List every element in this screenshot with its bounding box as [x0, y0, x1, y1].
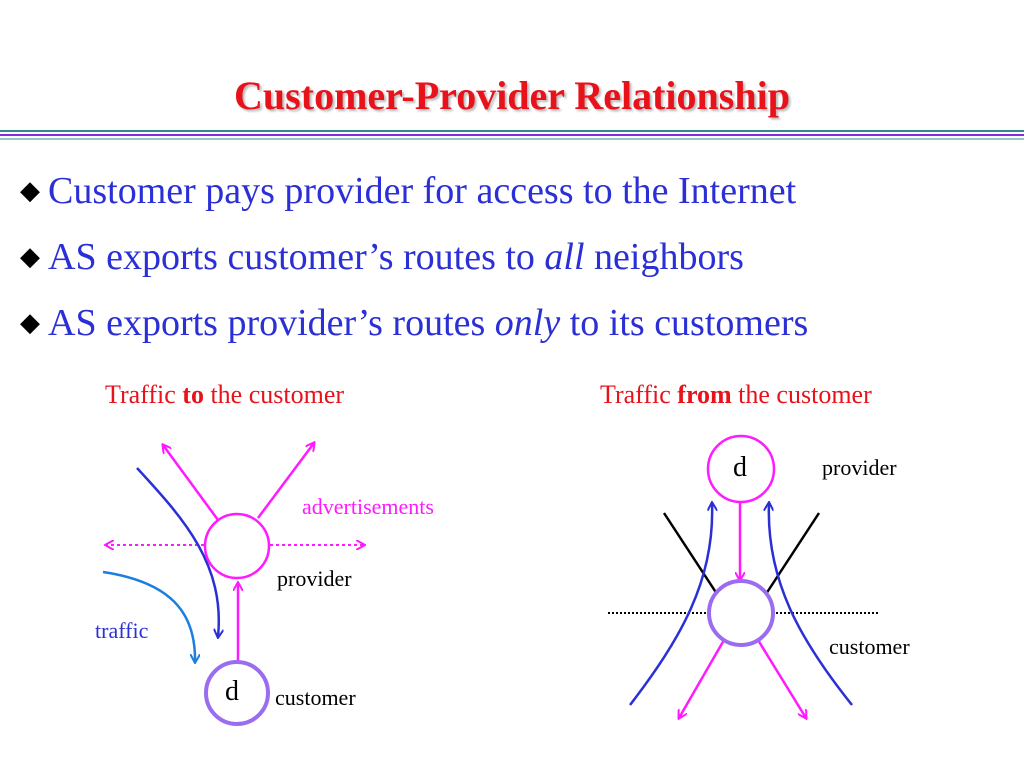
advertisement-arrow-down-left: [679, 639, 726, 718]
advertisement-arrow-down-right: [756, 639, 806, 718]
bullet-text: Customer pays provider for access to the…: [48, 170, 797, 212]
provider-node-label: d: [733, 452, 747, 483]
provider-label: provider: [277, 566, 352, 591]
left-diagram: [102, 443, 364, 726]
provider-node: [203, 512, 271, 580]
traffic-label: traffic: [95, 618, 149, 643]
customer-node-d: [204, 660, 270, 726]
bullet-list: ◆ Customer pays provider for access to t…: [12, 158, 808, 356]
customer-node-label: d: [225, 676, 239, 707]
customer-node: [707, 579, 775, 647]
traffic-arrow-lightblue: [102, 570, 195, 662]
bullet-item: ◆ AS exports provider’s routes only to i…: [12, 290, 808, 356]
traffic-arrow-left: [629, 503, 712, 706]
bullet-text: AS exports customer’s routes to all neig…: [48, 236, 744, 278]
diamond-bullet-icon: ◆: [20, 242, 40, 272]
slide-title: Customer-Provider Relationship: [234, 73, 790, 118]
traffic-arrow-blue: [136, 467, 219, 637]
right-diagram-caption: Traffic from the customer: [600, 380, 872, 409]
provider-label-right: provider: [822, 455, 897, 480]
bullet-item: ◆ Customer pays provider for access to t…: [12, 158, 808, 224]
provider-link-left: [662, 512, 719, 595]
customer-label-right: customer: [829, 634, 910, 659]
right-diagram: [608, 434, 878, 718]
advertisements-label: advertisements: [302, 494, 434, 519]
left-diagram-caption: Traffic to the customer: [105, 380, 345, 409]
advertisement-arrow-up-right: [256, 443, 314, 519]
advertisement-arrow-up-left: [163, 445, 220, 521]
title-divider: [0, 130, 1024, 140]
traffic-arrow-right: [769, 503, 853, 706]
bullet-text: AS exports provider’s routes only to its…: [48, 302, 809, 344]
diamond-bullet-icon: ◆: [20, 176, 40, 206]
bullet-item: ◆ AS exports customer’s routes to all ne…: [12, 224, 808, 290]
provider-node-d: [706, 434, 776, 504]
provider-link-right: [764, 512, 821, 595]
diamond-bullet-icon: ◆: [20, 308, 40, 338]
customer-label: customer: [275, 685, 356, 710]
